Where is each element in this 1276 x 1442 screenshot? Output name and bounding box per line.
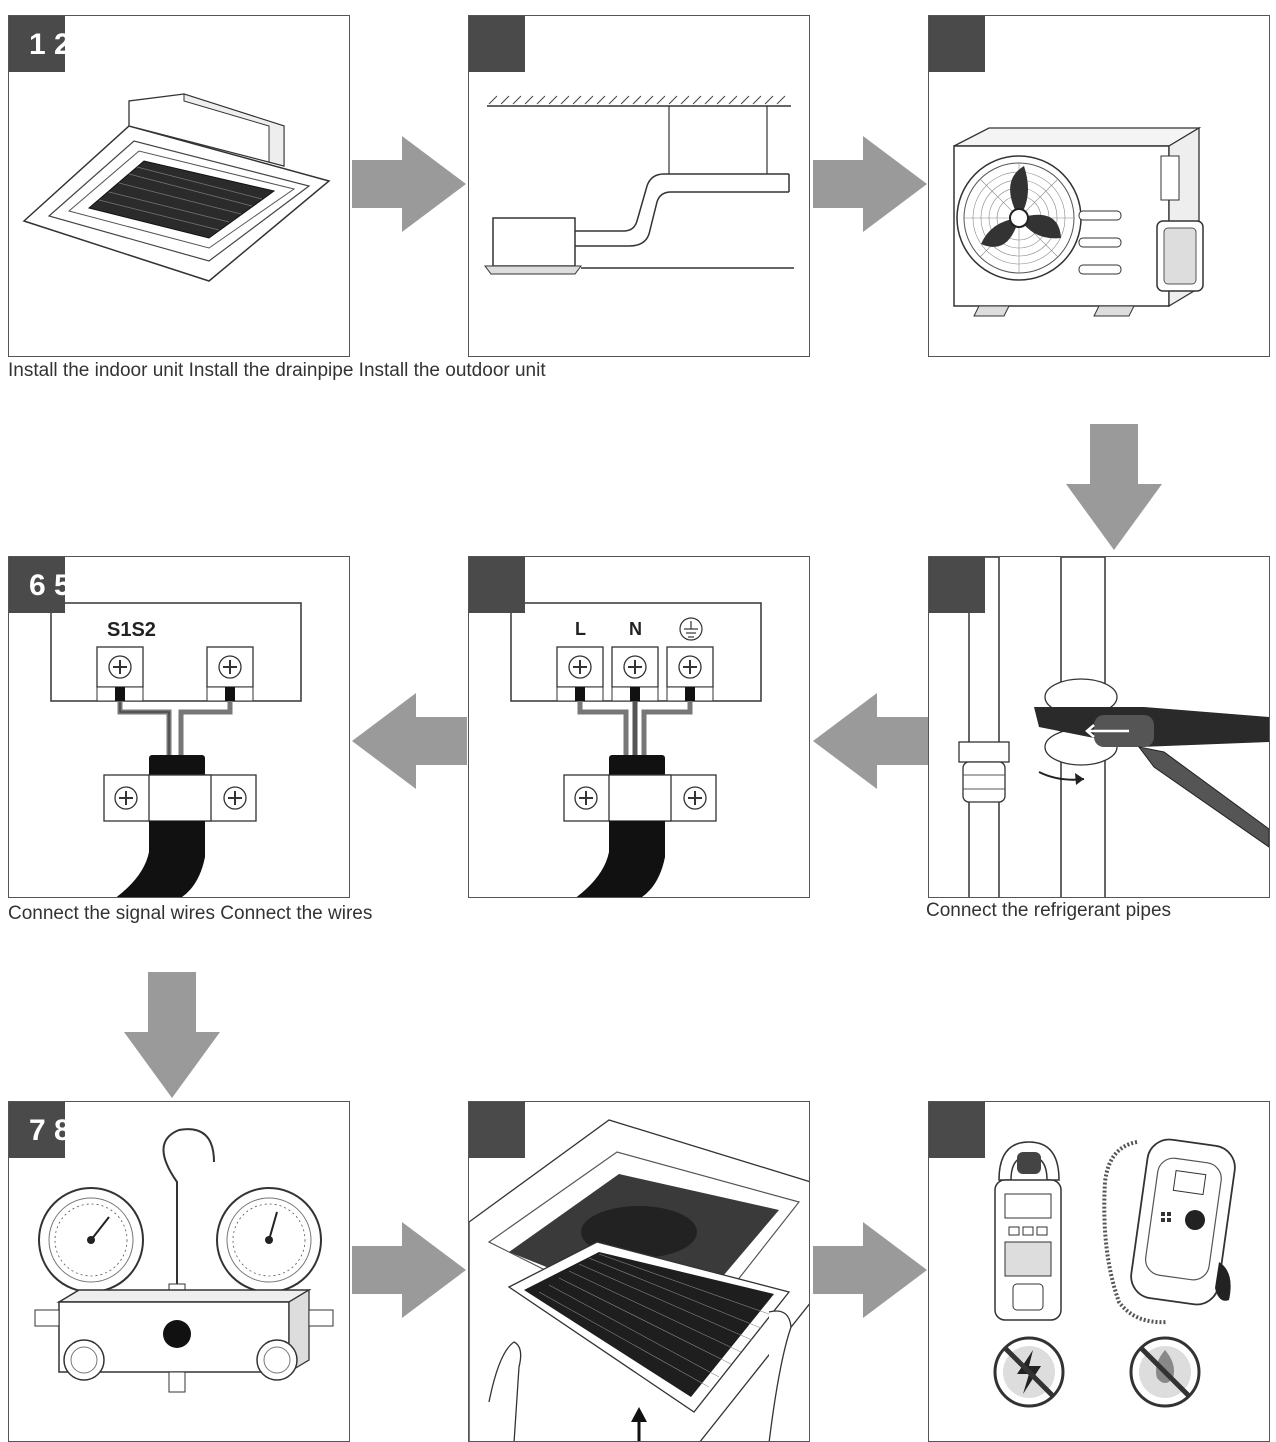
power-wire-terminal-illustration (510, 602, 762, 897)
arrow-right-icon (352, 136, 466, 232)
test-equipment-illustration (993, 1138, 1236, 1408)
panel-vacuum-gauge-manifold: 7 8 (8, 1101, 350, 1442)
row1-caption: Install the indoor unit Install the drai… (8, 360, 546, 381)
leak-detector-icon (1102, 1138, 1236, 1325)
no-open-flame-warning-icon (1129, 1336, 1201, 1408)
panel-connect-wires: L N (468, 556, 810, 898)
step-number-badge (929, 557, 985, 613)
clamp-meter-icon (994, 1141, 1062, 1321)
step-number-badge: 6 5 (9, 557, 65, 613)
panel-grille-illustration (469, 1119, 809, 1441)
arrow-right-icon (813, 1222, 927, 1318)
panel-connect-signal-wires: S1S2 6 5 (8, 556, 350, 898)
step-number-badge (929, 1102, 985, 1158)
panel-test-and-check (928, 1101, 1270, 1442)
row2-right-caption: Connect the refrigerant pipes (926, 900, 1172, 921)
step-number-badge: 1 2 (9, 16, 65, 72)
outdoor-unit-illustration (953, 126, 1204, 317)
terminal-label-s1s2: S1S2 (107, 619, 156, 641)
refrigerant-pipe-wrench-illustration (958, 557, 1269, 897)
drainpipe-illustration (484, 95, 794, 275)
panel-install-indoor-unit: 1 2 (8, 15, 350, 357)
arrow-down-icon (1066, 424, 1162, 550)
arrow-left-icon (352, 693, 467, 789)
panel-install-outdoor-unit (928, 15, 1270, 357)
arrow-right-icon (813, 136, 927, 232)
step-number-badge (929, 16, 985, 72)
signal-wire-terminal-illustration (50, 602, 302, 897)
step-number-badge (469, 1102, 525, 1158)
step-number-badge (469, 16, 525, 72)
step-number-badge: 7 8 (9, 1102, 65, 1158)
no-electricity-warning-icon (993, 1336, 1065, 1408)
arrow-down-icon (124, 972, 220, 1098)
panel-install-drainpipe (468, 15, 810, 357)
panel-connect-refrigerant-pipes (928, 556, 1270, 898)
arrow-right-icon (352, 1222, 466, 1318)
terminal-label-l: L (575, 619, 586, 639)
step-number-badge (469, 557, 525, 613)
terminal-label-n: N (629, 619, 642, 639)
indoor-cassette-illustration (22, 93, 331, 282)
arrow-left-icon (813, 693, 928, 789)
manifold-gauge-illustration (34, 1128, 334, 1393)
panel-install-panel-grille (468, 1101, 810, 1442)
row2-left-caption: Connect the signal wires Connect the wir… (8, 903, 373, 924)
